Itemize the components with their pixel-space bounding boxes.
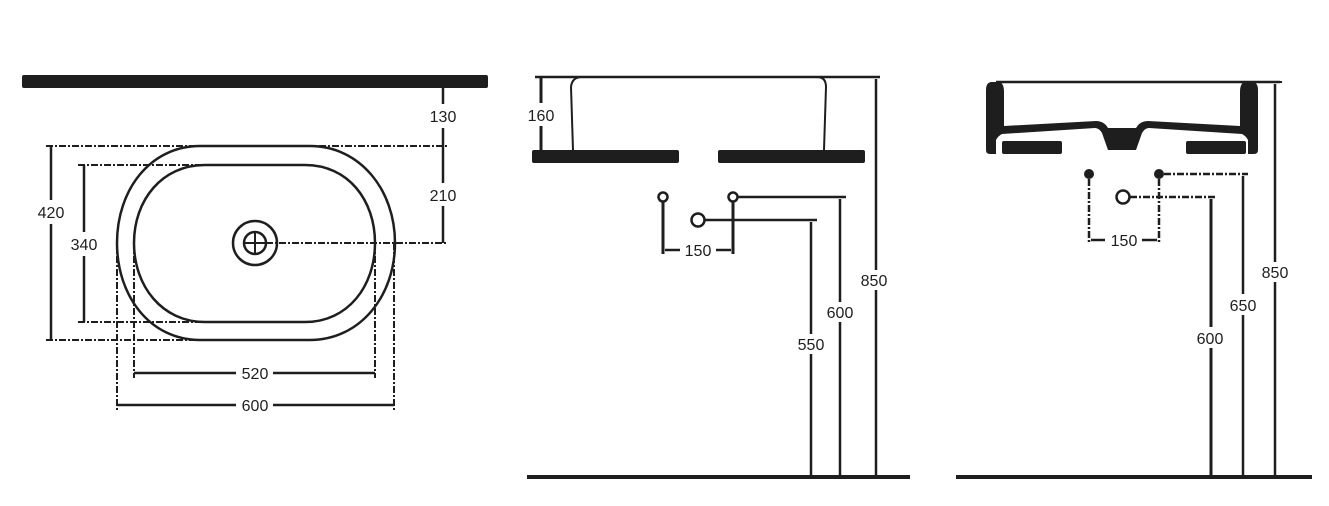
- plan-view: 130 210 420 340 520 600: [22, 75, 488, 415]
- side-countertop-left: [1002, 141, 1062, 154]
- dim-label-total-height: 850: [861, 273, 888, 290]
- wall-bar: [22, 75, 488, 88]
- countertop-right: [718, 150, 865, 163]
- side-tap-connection-right: [1154, 169, 1164, 179]
- side-floor-line: [956, 475, 1312, 479]
- basin-inner-wall-right: [1149, 90, 1246, 133]
- side-view: 150 600 650 850: [956, 80, 1312, 479]
- drain-connection: [690, 212, 706, 228]
- side-dim-label-total-height: 850: [1262, 265, 1289, 282]
- dim-label-drain-height: 550: [798, 337, 825, 354]
- dim-label-wall-to-basin: 130: [430, 109, 457, 126]
- tap-connection-left: [657, 191, 669, 203]
- basin-body: [569, 76, 828, 151]
- dim-label-outer-depth: 420: [38, 205, 65, 222]
- side-drain-connection: [1115, 189, 1131, 205]
- basin-inner-outline: [132, 163, 377, 324]
- floor-line: [527, 475, 910, 479]
- basin-outer-outline: [115, 144, 397, 342]
- dim-label-supply-height: 600: [827, 305, 854, 322]
- tap-connection-right: [727, 191, 739, 203]
- side-tap-connection-left: [1084, 169, 1094, 179]
- dim-label-tap-spacing: 150: [685, 243, 712, 260]
- side-dim-label-tap-spacing: 150: [1111, 233, 1138, 250]
- side-countertop-right: [1186, 141, 1246, 154]
- front-view: 160 150 550 600 850: [527, 75, 910, 479]
- basin-section-profile: [986, 82, 1258, 154]
- dim-label-outer-width: 600: [242, 398, 269, 415]
- basin-inner-wall: [998, 90, 1095, 133]
- dim-label-wall-to-drain: 210: [430, 188, 457, 205]
- dim-label-inner-width: 520: [242, 366, 269, 383]
- side-dim-label-supply-height: 650: [1230, 298, 1257, 315]
- dim-label-inner-depth: 340: [71, 237, 98, 254]
- side-dim-label-drain-height: 600: [1197, 331, 1224, 348]
- dim-label-basin-height: 160: [528, 108, 555, 125]
- countertop-left: [532, 150, 679, 163]
